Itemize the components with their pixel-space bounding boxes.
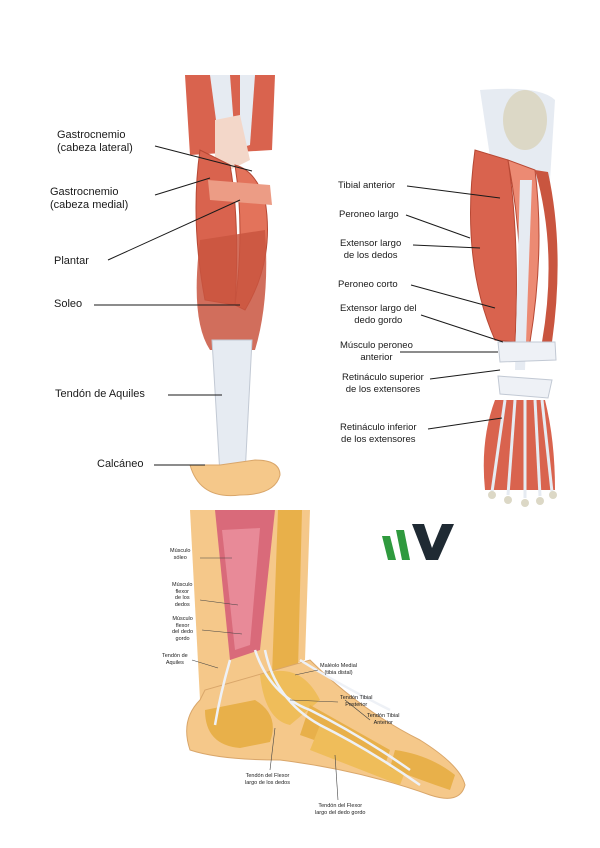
posterior-leg-diagram: Gastrocnemio (cabeza lateral) Gastrocnem… [40, 70, 300, 510]
label-tendon-flexor-largo-dedo-gordo: Tendón del Flexor largo del dedo gordo [315, 803, 365, 816]
wuolah-logo-icon [380, 522, 460, 562]
label-retinaculo-superior: Retináculo superior de los extensores [342, 372, 424, 396]
label-plantar: Plantar [54, 255, 89, 268]
label-tibial-anterior: Tibial anterior [338, 180, 395, 192]
label-tendon-tibial-posterior: Tendón Tibial Posterior [340, 695, 372, 708]
anterior-leg-illustration [320, 80, 590, 520]
label-tendon-flexor-largo-dedos: Tendón del Flexor largo de los dedos [245, 773, 290, 786]
label-extensor-largo-dedo-gordo: Extensor largo del dedo gordo [340, 303, 417, 327]
label-tendon-aquiles: Tendón de Aquiles [55, 388, 145, 401]
anterior-leg-diagram: Tibial anterior Peroneo largo Extensor l… [320, 80, 590, 520]
label-musculo-soleo: Músculo sóleo [170, 548, 190, 561]
label-gastrocnemio-medial: Gastrocnemio (cabeza medial) [50, 186, 128, 212]
label-musculo-flexor-dedos: Músculo flexor de los dedos [172, 582, 192, 608]
label-musculo-flexor-dedo-gordo: Músculo flexor del dedo gordo [172, 616, 193, 642]
label-maleolo-medial: Maléolo Medial (tibia distal) [320, 663, 357, 676]
label-extensor-largo-dedos: Extensor largo de los dedos [340, 238, 401, 262]
label-peroneo-largo: Peroneo largo [339, 209, 399, 221]
label-musculo-peroneo-anterior: Músculo peroneo anterior [340, 340, 413, 364]
label-gastrocnemio-lateral: Gastrocnemio (cabeza lateral) [57, 129, 133, 155]
label-retinaculo-inferior: Retináculo inferior de los extensores [340, 422, 417, 446]
label-calcaneo: Calcáneo [97, 458, 143, 471]
label-peroneo-corto: Peroneo corto [338, 279, 398, 291]
label-tendon-de-aquiles: Tendón de Aquiles [162, 653, 188, 666]
label-tendon-tibial-anterior: Tendón Tibial Anterior [367, 713, 399, 726]
label-soleo: Soleo [54, 298, 82, 311]
brand-logo [380, 522, 460, 562]
